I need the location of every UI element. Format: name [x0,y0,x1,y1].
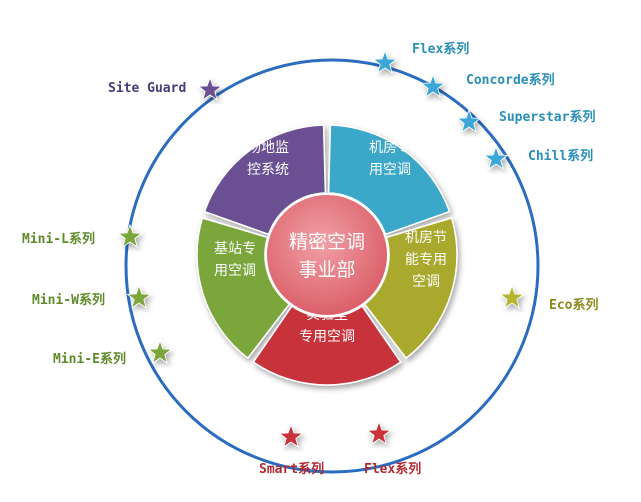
segment-label-machine-room: 机房专用空调 [369,140,411,178]
segment-label-line: 基站专 [214,240,256,257]
star-icon-smart [278,423,304,448]
series-label-mini-w: Mini-W系列 [32,293,105,308]
star-icon-superstar [456,108,482,133]
outer-ring [124,58,540,474]
center-label: 精密空调事业部 [289,231,365,281]
segment-label-line: 场地监 [247,140,289,156]
segment-label-energy-saving: 机房节能专用空调 [405,230,447,290]
star-icon-mini-w [126,284,152,309]
star-icon-eco [499,284,525,309]
segment-label-line: 空调 [412,274,440,290]
star-icon-site-guard [197,76,223,101]
series-label-concorde: Concorde系列 [466,73,555,88]
center-label-line: 事业部 [298,259,355,281]
segment-label-base-station: 基站专用空调 [214,240,256,279]
series-label-eco: Eco系列 [549,298,599,313]
series-label-superstar: Superstar系列 [499,110,596,125]
center-label-line: 精密空调 [289,231,365,253]
star-icon-mini-l [117,223,143,248]
series-label-mini-e: Mini-E系列 [53,352,126,367]
series-label-mini-l: Mini-L系列 [22,232,95,247]
series-label-chill: Chill系列 [528,149,594,164]
segment-label-line: 能专用 [405,252,447,268]
star-icon-mini-e [147,339,173,364]
series-label-flex-bottom: Flex系列 [364,462,422,477]
segment-label-line: 机房节 [405,230,447,246]
segment-label-line: 用空调 [369,162,411,178]
segment-label-line: 机房专 [369,140,411,156]
star-icon-flex-bottom [366,420,392,445]
segment-label-line: 专用空调 [299,329,355,345]
star-icon-chill [483,145,509,170]
center-disc [265,193,389,317]
segment-label-line: 用空调 [214,263,256,279]
star-group [117,49,525,448]
star-icon-flex-top [372,49,398,74]
segment-label-monitor: 场地监控系统 [247,140,289,178]
series-label-smart: Smart系列 [259,462,325,477]
segment-label-line: 控系统 [247,162,289,178]
series-label-flex-top: Flex系列 [412,42,470,57]
star-icon-concorde [420,73,446,98]
series-label-site-guard: Site Guard [108,81,187,96]
